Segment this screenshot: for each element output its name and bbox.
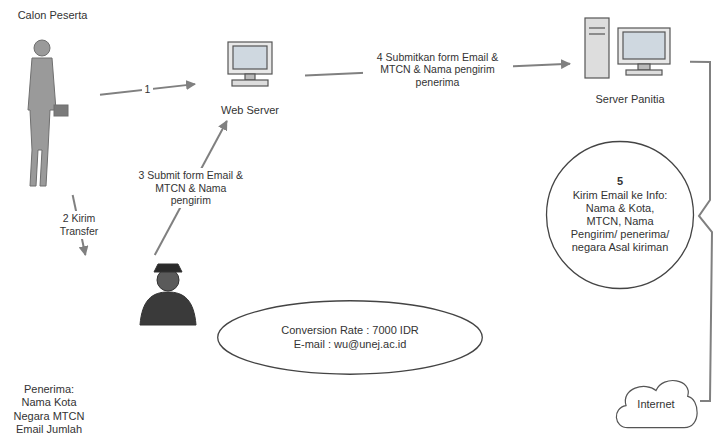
person-figure	[28, 40, 68, 186]
circle-shape	[547, 142, 694, 289]
ellipse-node: Conversion Rate : 7000 IDRE-mail : wu@un…	[215, 300, 485, 375]
edge-label: 1	[142, 82, 154, 97]
figure-node: Calon Peserta	[5, 5, 100, 195]
node-text: Conversion Rate : 7000 IDR	[281, 324, 419, 337]
computer-icon	[228, 42, 272, 86]
node-text: Penerima: Nama Kota Negara MTCN Email Ju…	[9, 383, 89, 436]
ellipse-shape	[218, 301, 483, 375]
node-text: Internet	[637, 398, 674, 411]
node-text: Kirim Email ke Info: Nama & Kota, MTCN, …	[567, 189, 673, 255]
node-text: E-mail : wu@unej.ac.id	[294, 338, 407, 351]
figure-node: Penerima: Nama Kota Negara MTCN Email Ju…	[5, 255, 205, 440]
connector	[690, 62, 712, 401]
node-text: Web Server	[221, 104, 279, 117]
node-text: Server Panitia	[595, 93, 664, 106]
figure-node: Web Server	[195, 35, 305, 121]
node-text: Calon Peserta	[18, 9, 88, 22]
node-text: 5	[617, 175, 623, 188]
edge-label: 2 Kirim Transfer	[39, 211, 119, 238]
server-icon	[585, 18, 670, 78]
edge-label: 3 Submit form Email & MTCN & Nama pengir…	[131, 168, 251, 208]
edge-label: 4 Submitkan form Email & MTCN & Nama pen…	[363, 50, 513, 90]
figure-node: Server Panitia	[570, 12, 690, 110]
agent-figure	[140, 264, 196, 325]
circle-node: 5Kirim Email ke Info: Nama & Kota, MTCN,…	[545, 140, 695, 290]
cloud-shape	[616, 381, 697, 428]
cloud-node: Internet	[612, 372, 700, 430]
